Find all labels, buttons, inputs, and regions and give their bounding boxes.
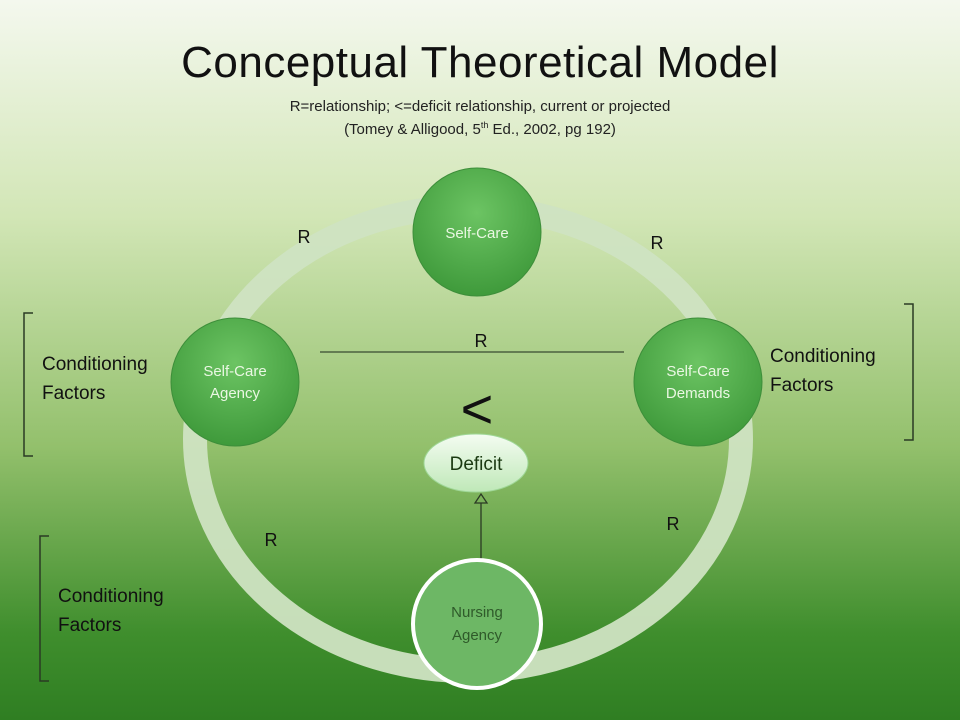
bracket-right [904,303,914,441]
cf-right-line2: Factors [770,375,834,396]
citation-prefix: (Tomey & Alligood, 5 [344,121,481,138]
agency-label-line1: Self-Care [203,363,266,380]
node-nursing-agency: Nursing Agency [411,558,543,690]
agency-label-line2: Agency [210,385,261,402]
deficit-symbol: < [461,377,494,440]
cf-bottom-line1: Conditioning [58,586,164,607]
r-label-demands-nursing: R [667,514,680,534]
r-label-agency-demands: R [475,331,488,351]
r-label-agency-selfcare: R [298,227,311,247]
subtitle-citation: (Tomey & Alligood, 5th Ed., 2002, pg 192… [0,120,960,138]
cf-left-line1: Conditioning [42,354,148,375]
node-self-care-agency: Self-Care Agency [170,317,300,447]
node-self-care: Self-Care [412,167,542,297]
cf-left-line2: Factors [42,383,106,404]
node-deficit: Deficit [423,433,529,493]
page-title: Conceptual Theoretical Model [181,38,779,87]
nursing-label-line1: Nursing [451,604,503,621]
conditioning-factors-left: Conditioning Factors [42,350,148,408]
deficit-label: Deficit [450,454,504,475]
demands-label-line1: Self-Care [666,363,729,380]
r-label-agency-nursing: R [265,530,278,550]
arrowhead [473,492,489,504]
cf-right-line1: Conditioning [770,346,876,367]
conditioning-factors-bottom: Conditioning Factors [58,582,164,640]
conditioning-factors-right: Conditioning Factors [770,342,876,400]
r-label-selfcare-demands: R [651,233,664,253]
bracket-left [23,312,33,457]
nursing-label-line2: Agency [452,627,503,644]
self-care-label: Self-Care [445,225,508,242]
citation-sup: th [480,120,489,130]
demands-label-line2: Demands [666,385,730,402]
cf-bottom-line2: Factors [58,615,122,636]
citation-suffix: Ed., 2002, pg 192) [488,121,616,138]
node-self-care-demands: Self-Care Demands [633,317,763,447]
bracket-bottom [39,535,49,682]
subtitle-legend: R=relationship; <=deficit relationship, … [289,98,671,115]
